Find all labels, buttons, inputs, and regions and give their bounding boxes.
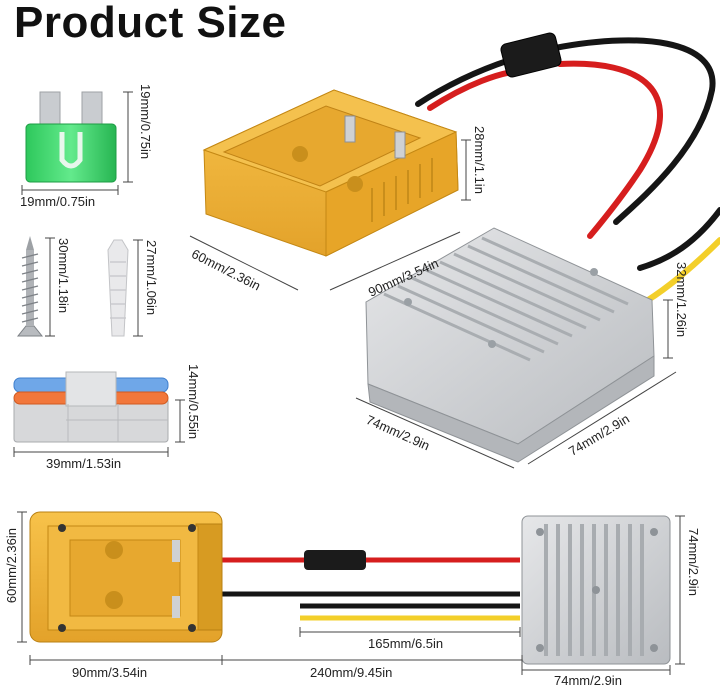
adapter-height-label: 28mm/1.1in	[472, 126, 487, 194]
lever-connector	[13, 371, 169, 443]
output-wire-length-label: 165mm/6.5in	[368, 636, 444, 651]
connector-height-line	[175, 399, 185, 443]
inline-fuse-holder	[500, 32, 562, 78]
bottom-inline-fuse	[304, 550, 366, 570]
fuse-height-line	[123, 91, 133, 183]
fuse-width-label: 19mm/0.75in	[20, 194, 96, 209]
page-title: Product Size	[14, 0, 287, 47]
screw-length-line	[45, 237, 55, 337]
adapter-depth-line	[189, 235, 299, 291]
battery-adapter-top	[202, 89, 459, 257]
converter-bottom	[521, 515, 671, 665]
battery-adapter-bottom	[29, 511, 223, 643]
connector-width-label: 39mm/1.53in	[46, 456, 122, 471]
screw	[16, 236, 44, 337]
bottom-adapter-length-label: 90mm/3.54in	[72, 665, 148, 680]
bottom-wires	[220, 557, 520, 621]
converter-height-line	[663, 299, 673, 359]
converter-depth-line	[527, 371, 677, 465]
converter-top	[365, 227, 655, 463]
bottom-dimension-lines	[17, 511, 685, 675]
bottom-converter-height-label: 74mm/2.9in	[686, 528, 701, 596]
top-wires	[415, 37, 720, 303]
converter-width-line	[355, 397, 515, 469]
fuse-height-label: 19mm/0.75in	[138, 84, 153, 160]
bottom-converter-width-label: 74mm/2.9in	[554, 673, 622, 688]
connector-height-label: 14mm/0.55in	[186, 364, 201, 440]
anchor-length-label: 27mm/1.06in	[144, 240, 159, 316]
connector-width-line	[13, 447, 169, 457]
wall-anchor	[107, 239, 129, 337]
adapter-length-line	[329, 231, 461, 291]
bottom-cable-length-label: 240mm/9.45in	[310, 665, 393, 680]
fuse-width-line	[21, 185, 119, 195]
screw-length-label: 30mm/1.18in	[56, 238, 71, 314]
bottom-adapter-height-label: 60mm/2.36in	[4, 528, 19, 604]
anchor-length-line	[133, 239, 143, 337]
fuse	[25, 91, 117, 183]
adapter-height-line	[461, 139, 471, 201]
converter-height-label: 32mm/1.26in	[674, 262, 689, 338]
